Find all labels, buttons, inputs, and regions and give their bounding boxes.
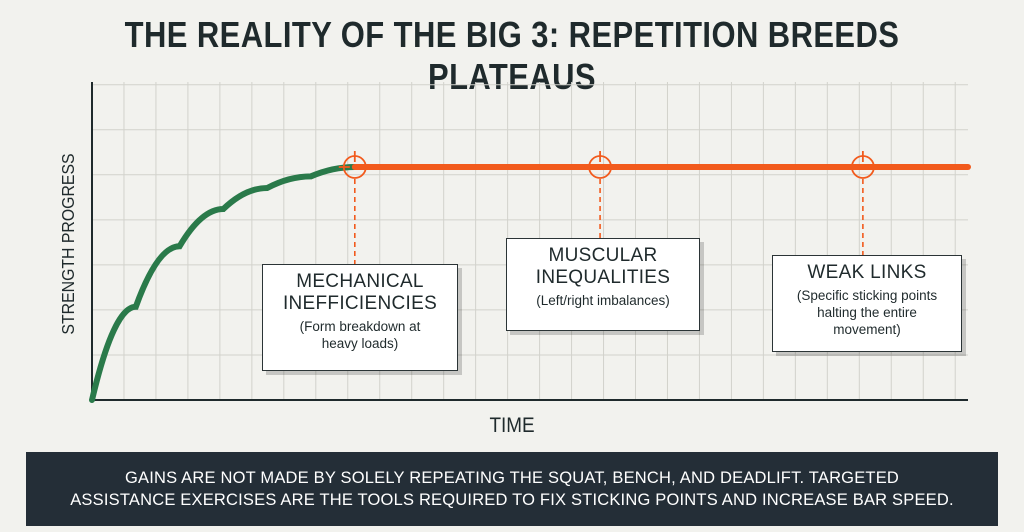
y-axis-label: STRENGTH PROGRESS [58, 153, 78, 334]
takeaway-banner: GAINS ARE NOT MADE BY SOLELY REPEATING T… [26, 452, 998, 526]
chart-title: THE REALITY OF THE BIG 3: REPETITION BRE… [124, 14, 900, 97]
takeaway-line-2: ASSISTANCE EXERCISES ARE THE TOOLS REQUI… [70, 491, 954, 509]
callout-heading: WEAK LINKS [807, 262, 927, 283]
callout-detail: (Left/right imbalances) [536, 293, 670, 308]
callout-weak-links: WEAK LINKS (Specific sticking points hal… [772, 255, 962, 352]
callout-detail: (Form breakdown at heavy loads) [299, 319, 421, 351]
takeaway-line-1: GAINS ARE NOT MADE BY SOLELY REPEATING T… [124, 469, 900, 487]
chart-lines [89, 164, 971, 403]
x-axis-label: TIME [489, 414, 534, 437]
callout-heading: MECHANICAL INEFFICIENCIES [282, 271, 438, 314]
callout-muscular-inequalities: MUSCULAR INEQUALITIES (Left/right imbala… [506, 238, 700, 331]
callout-detail: (Specific sticking points halting the en… [796, 288, 938, 337]
plateau-chart: STRENGTH PROGRESS TIME [58, 82, 971, 437]
series-growth-line [89, 164, 358, 403]
callout-heading: MUSCULAR INEQUALITIES [535, 245, 671, 288]
chart-markers [338, 151, 875, 264]
chart-axes [91, 82, 968, 401]
callout-mechanical-inefficiencies: MECHANICAL INEFFICIENCIES (Form breakdow… [262, 264, 458, 371]
